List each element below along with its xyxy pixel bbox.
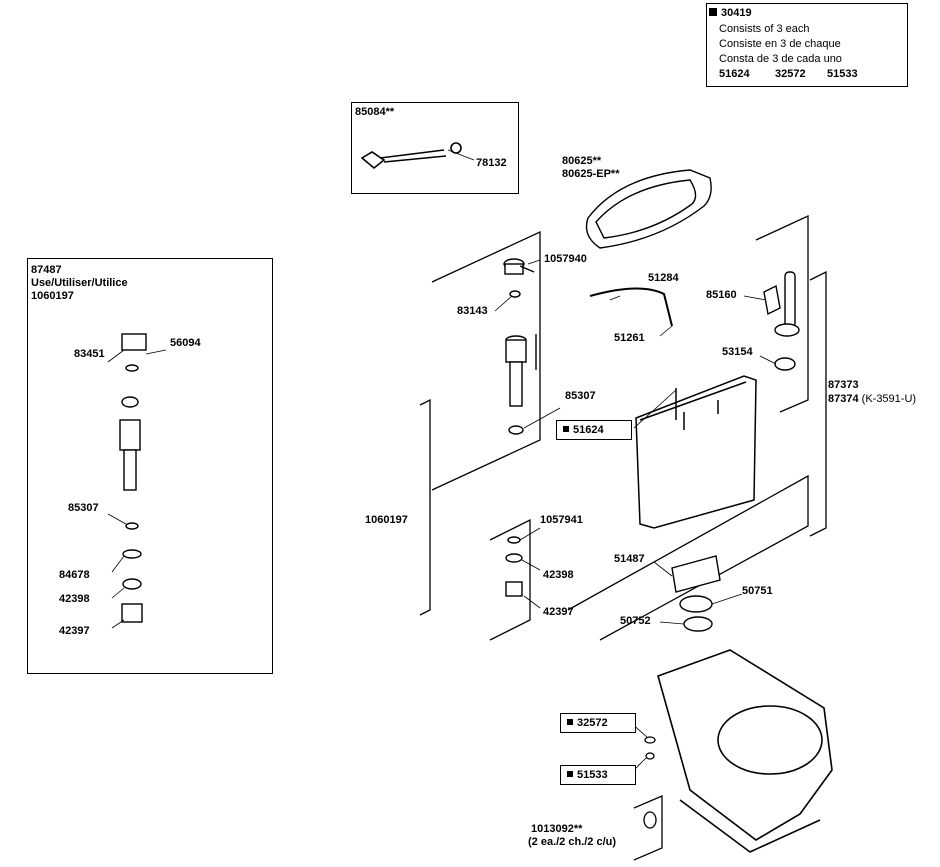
part-label-51487: 51487 [614, 553, 645, 565]
tank-lid-drawing [585, 169, 712, 249]
kit-line-fr: Consiste en 3 de chaque [719, 38, 841, 50]
square-bullet-icon [567, 771, 573, 777]
left-fill-valve-drawing [119, 333, 147, 623]
flapper-bracket [755, 214, 809, 413]
part-label-51284: 51284 [648, 272, 679, 284]
seat-bolt-bracket [633, 795, 663, 861]
flush-handle-title: 85084** [355, 106, 395, 118]
part-label-51261: 51261 [614, 332, 645, 344]
fill-valve-drawing [503, 258, 537, 435]
part-label-87374: 87374 (K-3591-U) [828, 393, 916, 406]
kit-line-en: Consists of 3 each [719, 23, 810, 35]
part-label-42397: 42397 [543, 606, 574, 618]
part-label-85160: 85160 [706, 289, 737, 301]
part-label-87373: 87373 [828, 379, 859, 391]
flush-handle-drawing [360, 142, 462, 170]
flush-handle-box: 85084** 78132 [351, 102, 519, 194]
part-label-1057941: 1057941 [540, 514, 583, 526]
seat-bolt-drawing [643, 736, 657, 829]
kit-part: 32572 [775, 68, 806, 80]
square-bullet-icon [709, 8, 717, 16]
kit-box: 30419 Consists of 3 each Consiste en 3 d… [706, 3, 908, 87]
fill-valve-panel: 87487 Use/Utiliser/Utilice 1060197 [27, 258, 273, 674]
square-bullet-icon [567, 719, 573, 725]
square-bullet-icon [563, 426, 569, 432]
part-label-50751: 50751 [742, 585, 773, 597]
tag-51533: 51533 [560, 765, 636, 785]
part-label-42397-left: 42397 [59, 625, 90, 637]
kit-part-list: 51624 32572 51533 [719, 68, 858, 80]
part-label-84678: 84678 [59, 569, 90, 581]
part-label-42398: 42398 [543, 569, 574, 581]
panel-use-label: Use/Utiliser/Utilice [31, 277, 128, 289]
model-note: (K-3591-U) [861, 393, 917, 405]
flush-handle-part: 78132 [476, 157, 507, 169]
bowl-drawing [657, 649, 833, 853]
part-label-50752: 50752 [620, 615, 651, 627]
fill-valve-bracket [419, 230, 541, 616]
kit-part-number: 30419 [709, 7, 752, 19]
tank-plate-drawing [671, 555, 721, 632]
kit-line-es: Consta de 3 de cada uno [719, 53, 842, 65]
tank-drawing [635, 375, 757, 529]
part-label-85307: 85307 [565, 390, 596, 402]
valve-parts-bracket [489, 518, 531, 641]
part-label-1057940: 1057940 [544, 253, 587, 265]
tag-51624: 51624 [556, 420, 632, 440]
kit-part: 51624 [719, 68, 750, 80]
overflow-assembly-drawing [763, 271, 800, 371]
part-label-53154: 53154 [722, 346, 753, 358]
part-label-83143: 83143 [457, 305, 488, 317]
tag-32572: 32572 [560, 713, 636, 733]
panel-use-part: 1060197 [31, 290, 74, 302]
part-label-85307-left: 85307 [68, 502, 99, 514]
part-label-1060197: 1060197 [365, 514, 408, 526]
refill-tube-drawing [589, 287, 673, 327]
part-label-1013092: 1013092** [531, 823, 583, 835]
part-label-83451: 83451 [74, 348, 105, 360]
part-label-1013092-qty: (2 ea./2 ch./2 c/u) [528, 836, 617, 848]
part-label-lid: 80625** [562, 155, 602, 167]
valve-nut-drawing [505, 536, 523, 597]
tank-bracket [809, 270, 827, 537]
panel-part-number: 87487 [31, 264, 62, 276]
kit-part: 51533 [827, 68, 858, 80]
part-label-56094: 56094 [170, 337, 201, 349]
part-label-lid-ep: 80625-EP** [562, 168, 620, 180]
part-number-87374: 87374 [828, 393, 859, 405]
part-label-42398-left: 42398 [59, 593, 90, 605]
